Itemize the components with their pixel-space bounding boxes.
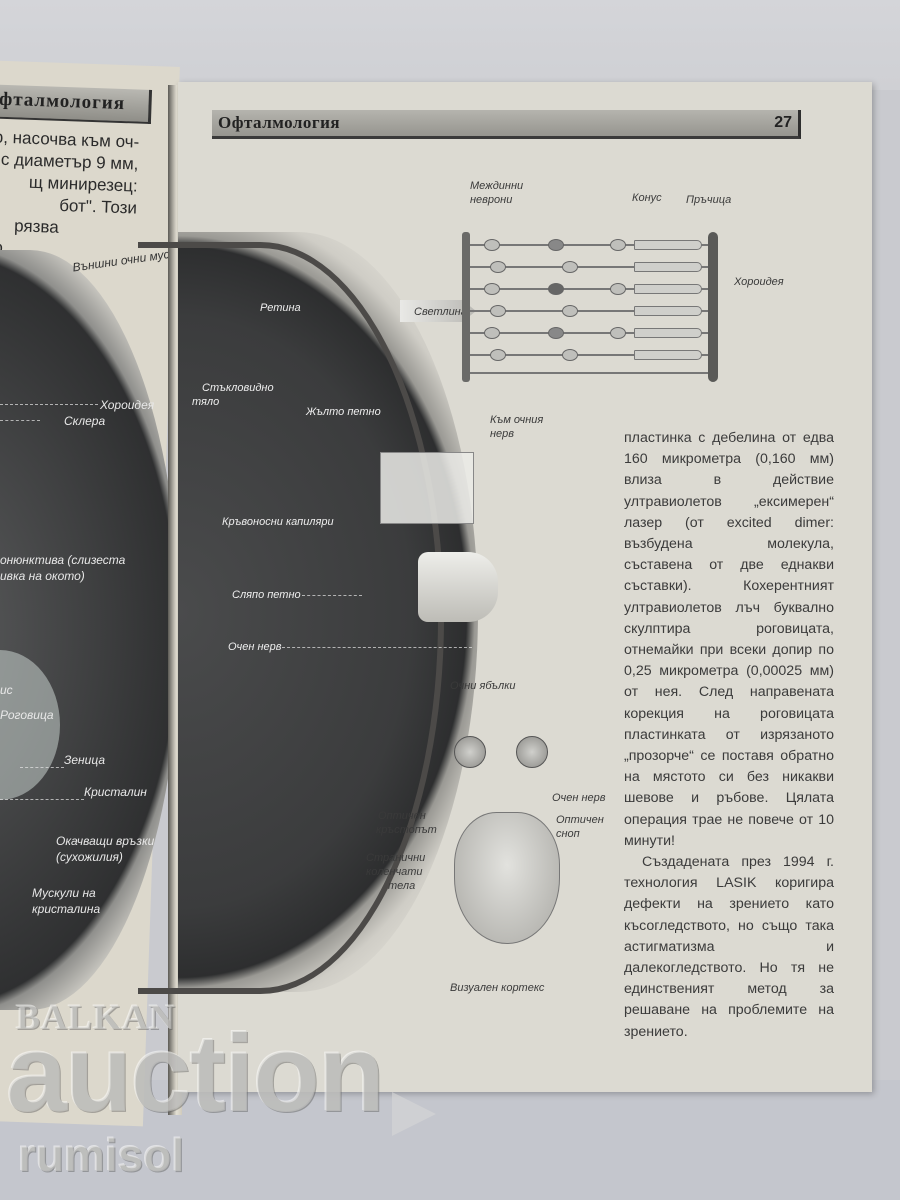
brain-illustration: [454, 812, 560, 944]
bipolar-cell: [562, 349, 578, 361]
ganglion-cell: [484, 239, 500, 251]
leader-line: [0, 420, 40, 421]
right-eyeball: [516, 736, 548, 768]
watermark-auction: auction: [6, 1012, 385, 1135]
label-to-optic-nerve: Към очния: [490, 414, 544, 426]
cone-cell: [634, 306, 702, 316]
bipolar-cell: [548, 239, 564, 251]
label-iris: ис: [0, 683, 13, 697]
paragraph: Създадената през 1994 г. технология LASI…: [624, 854, 834, 1040]
label-choroid-retina: Хороидея: [734, 276, 784, 288]
label-lgn-3: тела: [388, 880, 416, 892]
ganglion-cell: [490, 305, 506, 317]
watermark-play-arrow-icon: [392, 1092, 436, 1136]
ganglion-cell: [484, 327, 500, 339]
neuron-row: [470, 288, 708, 290]
macula-inset: [380, 452, 474, 524]
cone-cell: [634, 350, 702, 360]
label-lgn: Странични: [366, 852, 426, 864]
light-arrow-icon: [400, 300, 476, 322]
label-lens-muscles-2: кристалина: [32, 902, 101, 916]
label-eyeballs: Очни ябълки: [450, 680, 516, 692]
label-chiasm: Оптичен: [378, 810, 426, 822]
label-macula: Жълто петно: [306, 406, 381, 418]
label-vp-optic-nerve: Очен нерв: [552, 792, 606, 804]
article-body: пластинка с дебелина от едва 160 микроме…: [624, 428, 834, 1043]
neuron-row: [470, 310, 708, 312]
bipolar-cell: [548, 283, 564, 295]
label-lens: Кристалин: [84, 785, 147, 799]
background-table: [0, 1080, 900, 1200]
label-vitreous: Стъкловидно: [202, 382, 274, 394]
bipolar-cell: [548, 327, 564, 339]
label-ligaments: Окачващи връзки: [56, 834, 155, 848]
label-cornea: Роговица: [0, 708, 54, 722]
label-rod: Пръчица: [686, 194, 732, 206]
label-pupil: Зеница: [64, 753, 105, 767]
neuron-row: [470, 266, 708, 268]
neuron-row: [470, 244, 708, 246]
label-lgn-2: коленчати: [366, 866, 423, 878]
photoreceptor-nucleus: [610, 283, 626, 295]
label-optic-tract-2: сноп: [556, 828, 580, 840]
left-eyeball: [454, 736, 486, 768]
bipolar-cell: [562, 305, 578, 317]
right-header-title: Офталмология: [218, 113, 341, 132]
label-optic-nerve: Очен нерв: [228, 641, 282, 653]
label-light: Светлина: [414, 306, 467, 318]
leader-line: [20, 767, 64, 768]
label-ligaments-2: (сухожилия): [56, 850, 123, 864]
neuron-row: [470, 332, 708, 334]
optic-nerve-illustration: [418, 552, 498, 622]
neuron-row: [470, 354, 708, 356]
label-lens-muscles: Мускули на: [32, 886, 96, 900]
label-conjunctiva-2: ивка на окото): [0, 569, 85, 583]
ganglion-cell: [490, 349, 506, 361]
label-conjunctiva: онюнктива (слизеста: [0, 553, 126, 567]
choroid-wall: [708, 232, 718, 382]
right-page: Офталмология 27 Ретина Светлина Стъклови…: [138, 82, 872, 1092]
left-page-text: ър, насочва към оч- с диаметър 9 мм, щ м…: [0, 126, 158, 264]
label-optic-tract: Оптичен: [556, 814, 604, 826]
rod-cell: [634, 240, 702, 250]
label-sclera: Склера: [64, 414, 106, 428]
page-number: 27: [774, 114, 792, 131]
ganglion-cell: [484, 283, 500, 295]
neuron-row: [470, 372, 708, 374]
retina-cell-diagram: [462, 222, 722, 392]
right-page-header: Офталмология 27: [212, 110, 801, 139]
label-to-optic-nerve-2: нерв: [490, 428, 515, 440]
leader-line: [0, 404, 98, 405]
label-capillaries: Кръвоносни капиляри: [222, 516, 334, 528]
leader-line: [282, 647, 472, 648]
label-cone: Конус: [632, 192, 662, 204]
watermark-balkan: BALKAN: [16, 997, 177, 1037]
left-header-title: офталмология: [0, 88, 126, 115]
label-vitreous-2: тяло: [192, 396, 220, 408]
label-blind-spot: Сляпо петно: [232, 589, 301, 601]
cone-cell: [634, 262, 702, 272]
label-retina: Ретина: [260, 302, 301, 314]
left-page-header: офталмология: [0, 83, 153, 125]
rod-cell: [634, 328, 702, 338]
bipolar-cell: [562, 261, 578, 273]
watermark-rumisol: rumisol: [18, 1129, 185, 1181]
label-visual-cortex: Визуален кортекс: [450, 982, 545, 994]
label-chiasm-2: кръстопът: [376, 824, 437, 836]
photoreceptor-nucleus: [610, 327, 626, 339]
photoreceptor-nucleus: [610, 239, 626, 251]
rod-cell: [634, 284, 702, 294]
leader-line: [302, 595, 362, 596]
ganglion-cell: [490, 261, 506, 273]
label-interneurons: Междинни: [470, 180, 524, 192]
label-interneurons-2: неврони: [470, 194, 513, 206]
retina-inner-wall: [462, 232, 470, 382]
paragraph: пластинка с дебелина от едва 160 микроме…: [624, 430, 834, 849]
visual-pathway-diagram: [440, 702, 570, 952]
leader-line: [0, 799, 84, 800]
